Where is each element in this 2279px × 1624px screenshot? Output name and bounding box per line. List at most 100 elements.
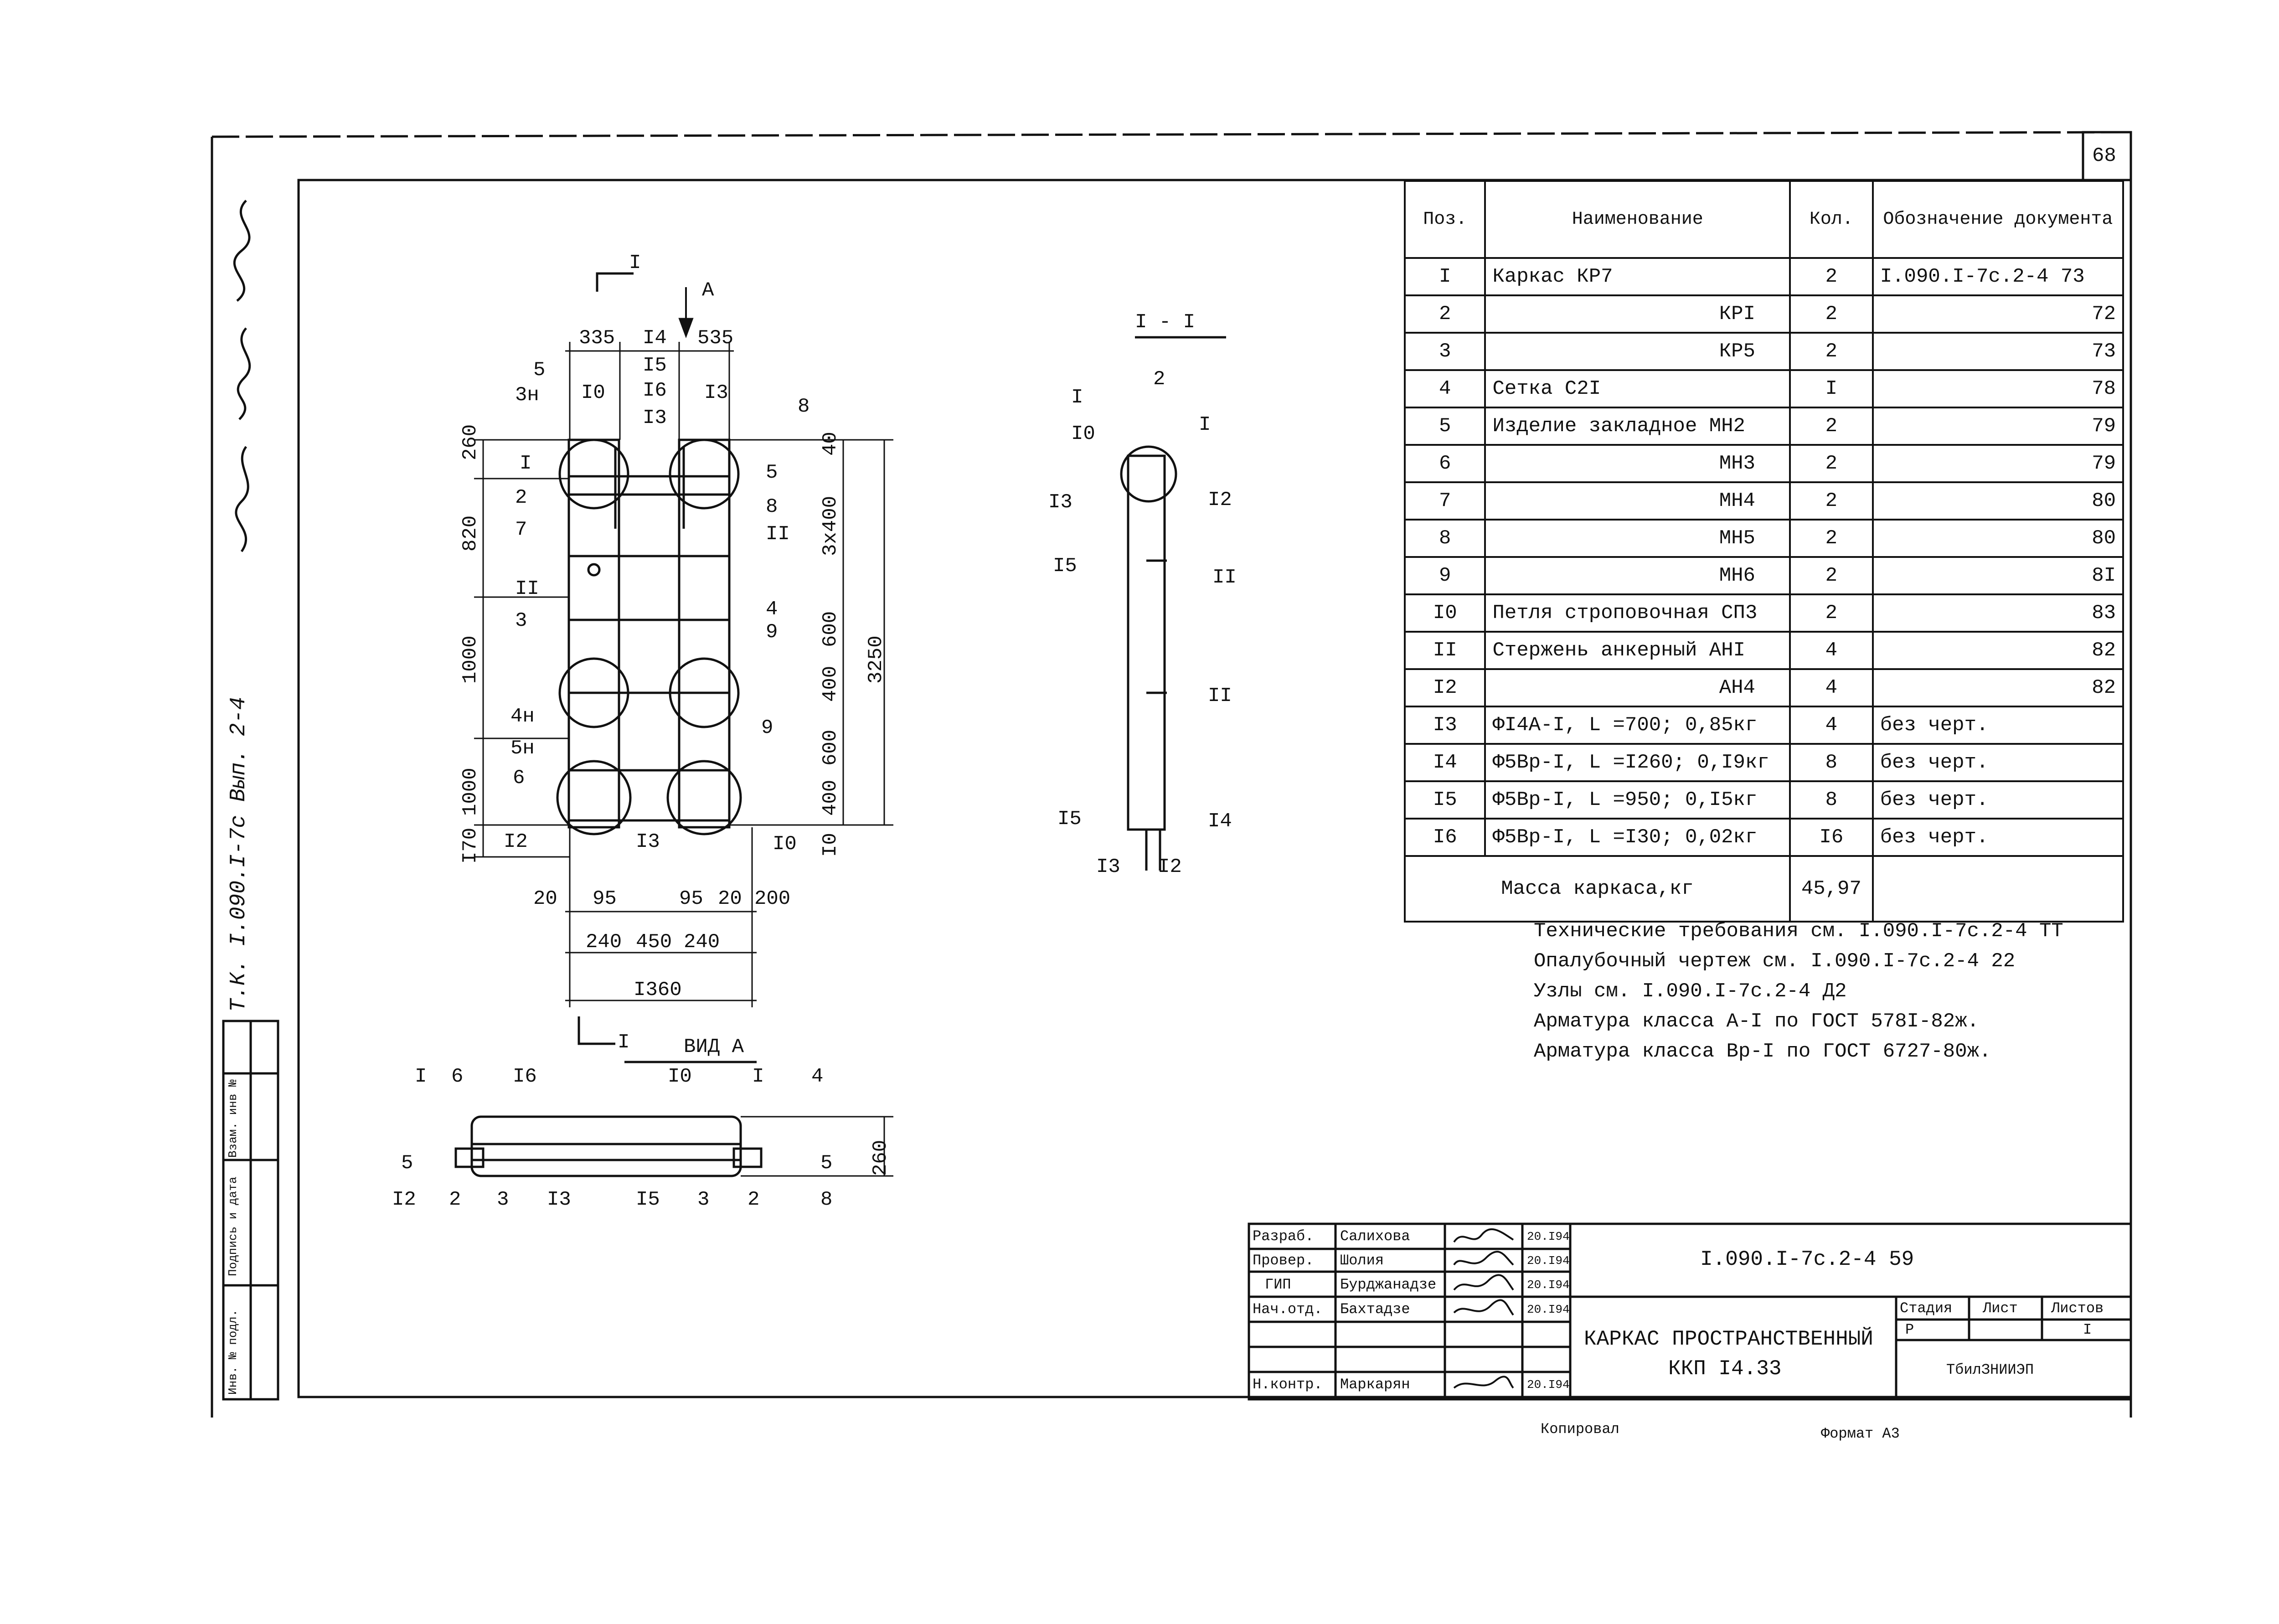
cell-qty: 2 — [1789, 519, 1874, 558]
callout-left-8: 4н — [510, 705, 535, 728]
cell-pos: 9 — [1403, 556, 1486, 595]
dim-left-4: 1000 — [459, 768, 482, 816]
cell-doc: 78 — [1872, 369, 2124, 408]
tb-date-1: 20.I94 — [1527, 1230, 1570, 1243]
mass-label: Масса каркаса,кг — [1404, 855, 1791, 923]
tb-name-4: Бахтадзе — [1340, 1301, 1410, 1318]
dim-bottom-6: 240 — [586, 931, 622, 954]
section-callout-4: I0 — [1071, 423, 1095, 445]
cell-qty: 2 — [1789, 257, 1874, 296]
cell-name: Петля строповочная СП3 — [1484, 593, 1791, 633]
tb-sheet-header: Лист — [1983, 1300, 2018, 1317]
view-a — [454, 1061, 893, 1177]
margin-signature — [233, 200, 251, 552]
cell-name: ФI4А-I, L =700; 0,85кг — [1484, 706, 1791, 745]
section-callout-1: 2 — [1153, 368, 1165, 391]
cell-name: Каркас КР7 — [1484, 257, 1791, 296]
cell-doc: 82 — [1872, 631, 2124, 670]
callout-left-10: 6 — [513, 767, 525, 789]
inner-frame — [297, 179, 2132, 1398]
section-view — [1120, 336, 1226, 871]
table-row: I6 Ф5Вр-I, L =I30; 0,02кг I6 без черт. — [1403, 818, 2124, 857]
view-callout-14: 3 — [697, 1188, 710, 1211]
tb-date-7: 20.I94 — [1527, 1378, 1570, 1392]
cell-doc: без черт. — [1872, 706, 2124, 745]
cell-qty: I6 — [1789, 818, 1874, 857]
view-arrow-label: A — [702, 279, 714, 302]
callout-right-2: 5 — [766, 461, 778, 484]
stamp-handwritten: Т.К. I.090.I-7c Вып. 2-4 — [227, 696, 251, 1012]
cell-name-text: МН4 — [1719, 490, 1755, 512]
dim-mid-2: I6 — [643, 379, 667, 402]
table-row: 2 КРI 2 72 — [1403, 294, 2124, 334]
cell-name: МН3 — [1484, 444, 1791, 483]
cell-name: МН5 — [1484, 519, 1791, 558]
cell-doc: 79 — [1872, 444, 2124, 483]
cell-pos: I2 — [1403, 668, 1486, 707]
tb-date-3: 20.I94 — [1527, 1278, 1570, 1292]
callout-right-5: 4 — [766, 598, 778, 621]
tb-stage-header: Стадия — [1900, 1300, 1953, 1317]
dim-top-mid: I4 — [643, 327, 667, 350]
view-callout-12: I3 — [547, 1188, 571, 1211]
page-number: 68 — [2092, 144, 2116, 167]
cell-qty: 4 — [1789, 706, 1874, 745]
stamp-sign-date: Подпись и дата — [226, 1176, 240, 1276]
tb-org: ТбилЗНИИЭП — [1946, 1361, 2034, 1378]
cell-pos: I5 — [1403, 780, 1486, 820]
dim-right-5: 600 — [819, 729, 842, 766]
callout-left-9: 5н — [510, 737, 535, 760]
dim-left-3: 1000 — [459, 635, 482, 684]
cell-doc: 80 — [1872, 481, 2124, 521]
tb-role-2: Провер. — [1253, 1252, 1314, 1269]
callout-top-2: I3 — [704, 382, 728, 404]
callout-left-2: 3н — [515, 384, 539, 407]
section-callout-13: I2 — [1158, 856, 1182, 878]
callout-left-1: 5 — [533, 359, 546, 382]
cell-qty: 8 — [1789, 743, 1874, 782]
dim-bottom-8: 240 — [684, 931, 720, 954]
section-callout-2: I — [1071, 386, 1083, 409]
table-row: 9 МН6 2 8I — [1403, 556, 2124, 595]
note-line: Опалубочный чертеж см. I.090.I-7c.2-4 22 — [1534, 950, 2016, 973]
callout-right-1: 8 — [798, 395, 810, 418]
callout-top-1: I0 — [581, 382, 605, 404]
title-block-lines — [1248, 1222, 2132, 1401]
table-row: I Каркас КР7 2 I.090.I-7c.2-4 73 — [1403, 257, 2124, 296]
section-callout-11: I4 — [1208, 810, 1232, 833]
callout-right-7: 9 — [761, 717, 773, 739]
view-callout-15: 2 — [748, 1188, 760, 1211]
cell-name-text: МН3 — [1719, 452, 1755, 475]
cell-name: КРI — [1484, 294, 1791, 334]
section-callout-7: I5 — [1053, 555, 1077, 577]
cell-qty: 2 — [1789, 593, 1874, 633]
cell-doc: I.090.I-7c.2-4 73 — [1872, 257, 2124, 296]
section-cut-label-bottom: I — [618, 1031, 630, 1054]
cell-name: КР5 — [1484, 332, 1791, 371]
section-callout-3: I — [1199, 413, 1211, 436]
header-doc: Обозначение документа — [1872, 180, 2124, 259]
dim-bottom-1: 20 — [533, 887, 557, 910]
callout-right-3: 8 — [766, 495, 778, 518]
cell-name: АН4 — [1484, 668, 1791, 707]
cell-doc: 8I — [1872, 556, 2124, 595]
table-row: I0 Петля строповочная СП3 2 83 — [1403, 593, 2124, 633]
note-line: Технические требования см. I.090.I-7c.2-… — [1534, 920, 2063, 943]
cell-qty: 4 — [1789, 668, 1874, 707]
dim-bottom-total: I360 — [634, 979, 682, 1001]
dim-right-7: I0 — [819, 833, 842, 857]
dim-left-5: I70 — [459, 827, 482, 864]
cell-pos: 2 — [1403, 294, 1486, 334]
section-callout-5: I3 — [1048, 491, 1072, 514]
table-row: II Стержень анкерный АНI 4 82 — [1403, 631, 2124, 670]
tb-name-2: Шолия — [1340, 1252, 1384, 1269]
tb-doc-code: I.090.I-7c.2-4 59 — [1700, 1248, 1914, 1271]
view-callout-16: 8 — [820, 1188, 833, 1211]
table-header-row: Поз. Наименование Кол. Обозначение докум… — [1403, 180, 2124, 259]
note-line: Узлы см. I.090.I-7c.2-4 Д2 — [1534, 980, 1847, 1003]
cell-doc: без черт. — [1872, 780, 2124, 820]
tb-date-4: 20.I94 — [1527, 1303, 1570, 1316]
section-title: I - I — [1135, 311, 1196, 334]
dim-right-1: 40 — [819, 432, 842, 456]
